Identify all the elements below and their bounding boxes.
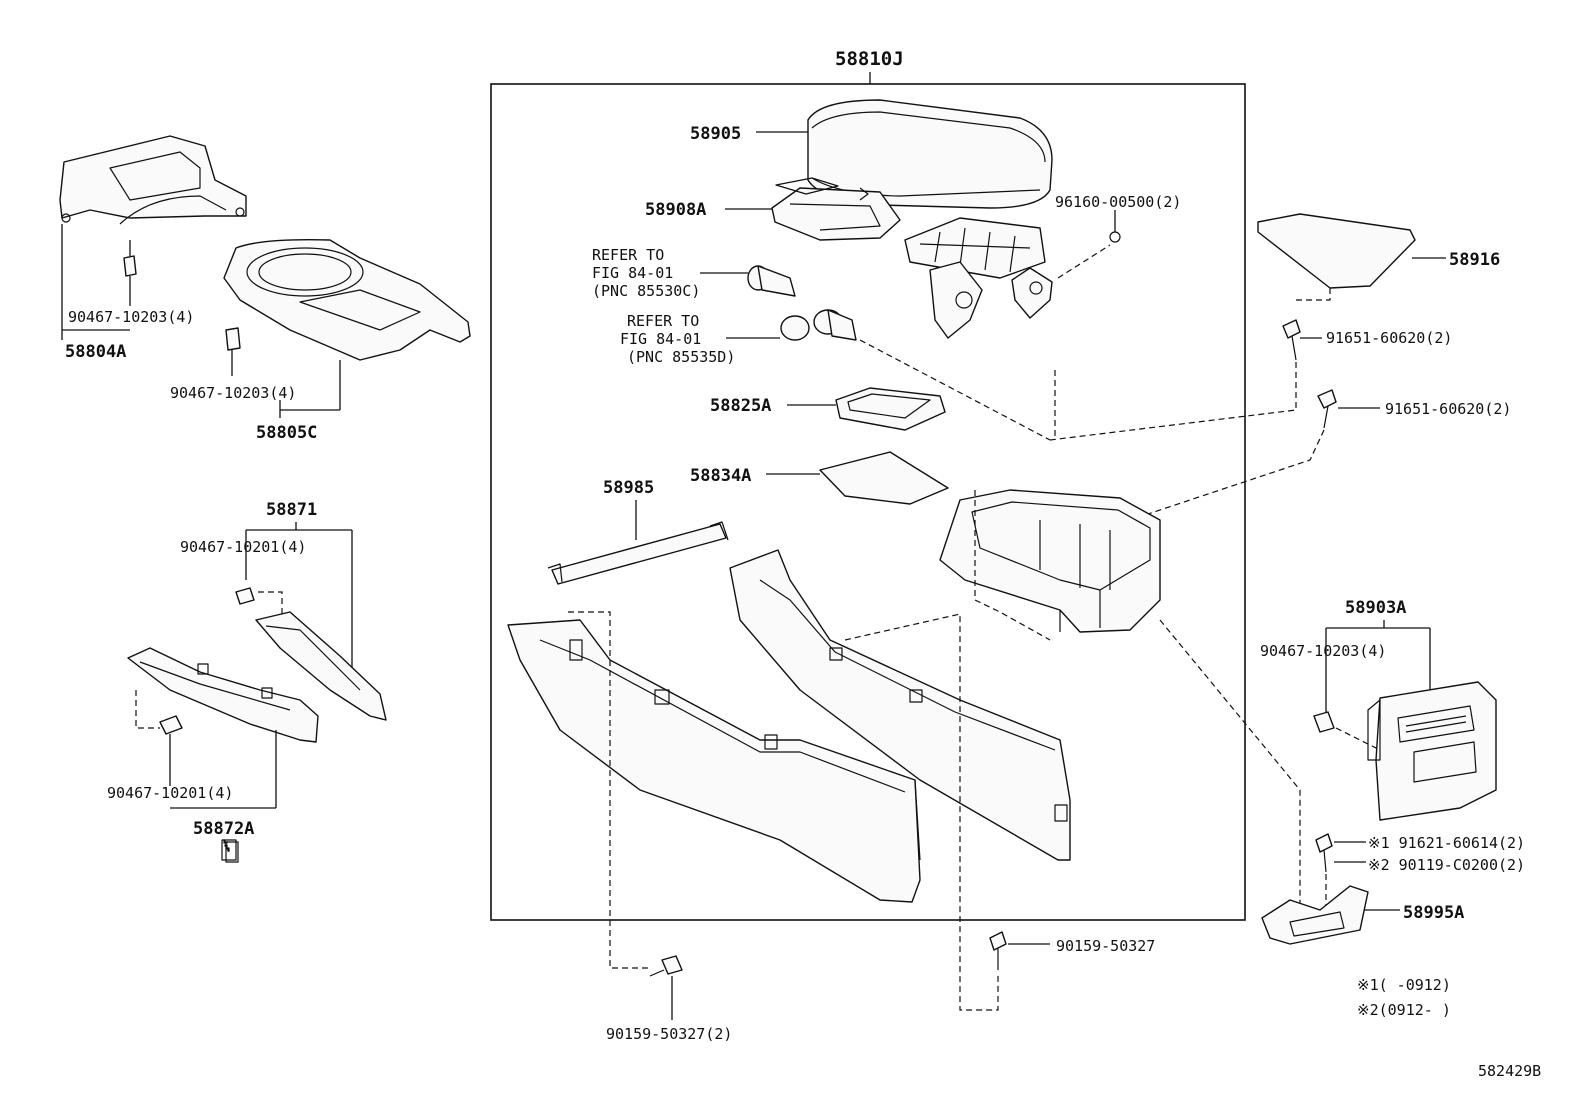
label-91651-60620-a: 91651-60620(2) [1326, 329, 1452, 347]
hinge-bracket [904, 217, 1053, 339]
console-side-panel-right [729, 549, 1071, 861]
power-outlet-socket [747, 265, 796, 297]
assembly-frame [490, 83, 1246, 921]
note-2: ※2(0912- ) [1357, 1001, 1451, 1019]
console-box [939, 489, 1161, 633]
label-58834A: 58834A [690, 466, 751, 486]
refer-label-1-line3: (PNC 85530C) [592, 282, 700, 300]
label-90467-10203-58804: 90467-10203(4) [68, 308, 194, 326]
clip-90467-58804 [123, 255, 137, 277]
label-58871: 58871 [266, 500, 317, 520]
label-90467-10201-a: 90467-10201(4) [180, 538, 306, 556]
label-58872A: 58872A [193, 819, 254, 839]
label-58804A: 58804A [65, 342, 126, 362]
refer-label-1-line1: REFER TO [592, 246, 664, 264]
mat-58834A [819, 451, 949, 505]
rear-vent-panel-58903A [1367, 681, 1497, 821]
label-58916: 58916 [1449, 250, 1500, 270]
mat-58916 [1257, 213, 1416, 289]
trim-58872A [127, 647, 319, 743]
shift-bezel-58804A [59, 135, 247, 225]
accessory-socket [780, 309, 857, 341]
clip-96160 [1109, 231, 1121, 243]
screw-91651-b [1317, 389, 1337, 429]
label-90119-C0200: ※2 90119-C0200(2) [1368, 856, 1525, 874]
label-91621-60614: ※1 91621-60614(2) [1368, 834, 1525, 852]
screw-91621 [1315, 833, 1333, 873]
screw-90159-b [649, 955, 683, 977]
label-90467-10201-b: 90467-10201(4) [107, 784, 233, 802]
label-58995A: 58995A [1403, 903, 1464, 923]
armrest-lid-58905 [807, 99, 1053, 209]
console-side-panel-left [221, 619, 921, 903]
note-1: ※1( -0912) [1357, 976, 1451, 994]
refer-label-2-line3: (PNC 85535D) [627, 348, 735, 366]
rail-58985 [547, 521, 729, 585]
clip-90467-10201-a [235, 587, 255, 605]
lid-latch-58908A [771, 177, 901, 241]
label-90467-10203-58805: 90467-10203(4) [170, 384, 296, 402]
refer-label-2-line1: REFER TO [627, 312, 699, 330]
refer-label-1-line2: FIG 84-01 [592, 264, 673, 282]
label-58805C: 58805C [256, 423, 317, 443]
refer-label-2-line2: FIG 84-01 [620, 330, 701, 348]
label-58908A: 58908A [645, 200, 706, 220]
clip-90467-58805 [225, 327, 241, 351]
label-96160-00500: 96160-00500(2) [1055, 193, 1181, 211]
label-90159-50327-b: 90159-50327(2) [606, 1025, 732, 1043]
clip-90467-58903 [1313, 711, 1335, 733]
figure-id: 582429B [1478, 1062, 1541, 1080]
cupholder-58805C [223, 238, 471, 361]
label-90159-50327-a: 90159-50327 [1056, 937, 1155, 955]
bracket-58995A [1261, 885, 1369, 945]
label-58810J: 58810J [835, 48, 904, 70]
label-58905: 58905 [690, 124, 741, 144]
clip-90467-10201-b [159, 715, 183, 735]
label-58903A: 58903A [1345, 598, 1406, 618]
trim-58871 [255, 611, 387, 721]
label-58825A: 58825A [710, 396, 771, 416]
screw-91651-a [1282, 319, 1301, 361]
label-90467-10203-58903: 90467-10203(4) [1260, 642, 1386, 660]
tray-58825A [835, 387, 946, 431]
label-58985: 58985 [603, 478, 654, 498]
screw-90159-a [989, 931, 1007, 970]
label-91651-60620-b: 91651-60620(2) [1385, 400, 1511, 418]
